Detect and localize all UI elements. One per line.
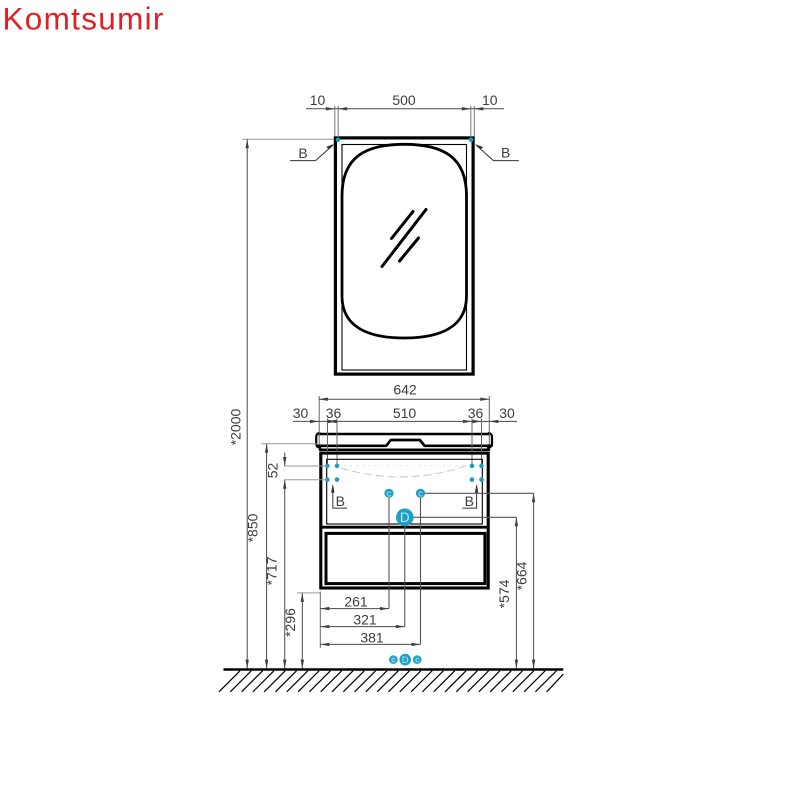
svg-text:c: c (415, 655, 419, 664)
svg-text:*2000: *2000 (228, 408, 244, 445)
svg-text:D: D (400, 510, 410, 525)
svg-text:510: 510 (393, 405, 417, 421)
svg-text:B: B (298, 145, 307, 161)
svg-text:*717: *717 (264, 556, 280, 585)
svg-text:30: 30 (293, 405, 309, 421)
svg-text:Komtsumir: Komtsumir (3, 1, 165, 37)
svg-text:642: 642 (393, 382, 417, 398)
svg-text:36: 36 (468, 405, 484, 421)
svg-text:c: c (387, 488, 392, 498)
svg-text:*850: *850 (245, 513, 261, 542)
svg-text:10: 10 (482, 92, 498, 108)
svg-text:52: 52 (265, 463, 281, 479)
svg-text:261: 261 (344, 594, 368, 610)
svg-text:c: c (391, 655, 395, 664)
svg-text:B: B (336, 493, 345, 509)
svg-text:c: c (418, 488, 423, 498)
svg-text:321: 321 (353, 611, 377, 627)
svg-text:B: B (465, 493, 474, 509)
svg-text:B: B (501, 145, 510, 161)
svg-text:D: D (402, 655, 409, 666)
svg-text:*574: *574 (496, 579, 512, 608)
svg-text:*664: *664 (513, 561, 529, 590)
svg-text:381: 381 (360, 629, 384, 645)
svg-text:36: 36 (326, 405, 342, 421)
svg-text:30: 30 (499, 405, 515, 421)
svg-text:10: 10 (310, 92, 326, 108)
svg-text:500: 500 (392, 92, 416, 108)
svg-text:*296: *296 (282, 608, 298, 637)
